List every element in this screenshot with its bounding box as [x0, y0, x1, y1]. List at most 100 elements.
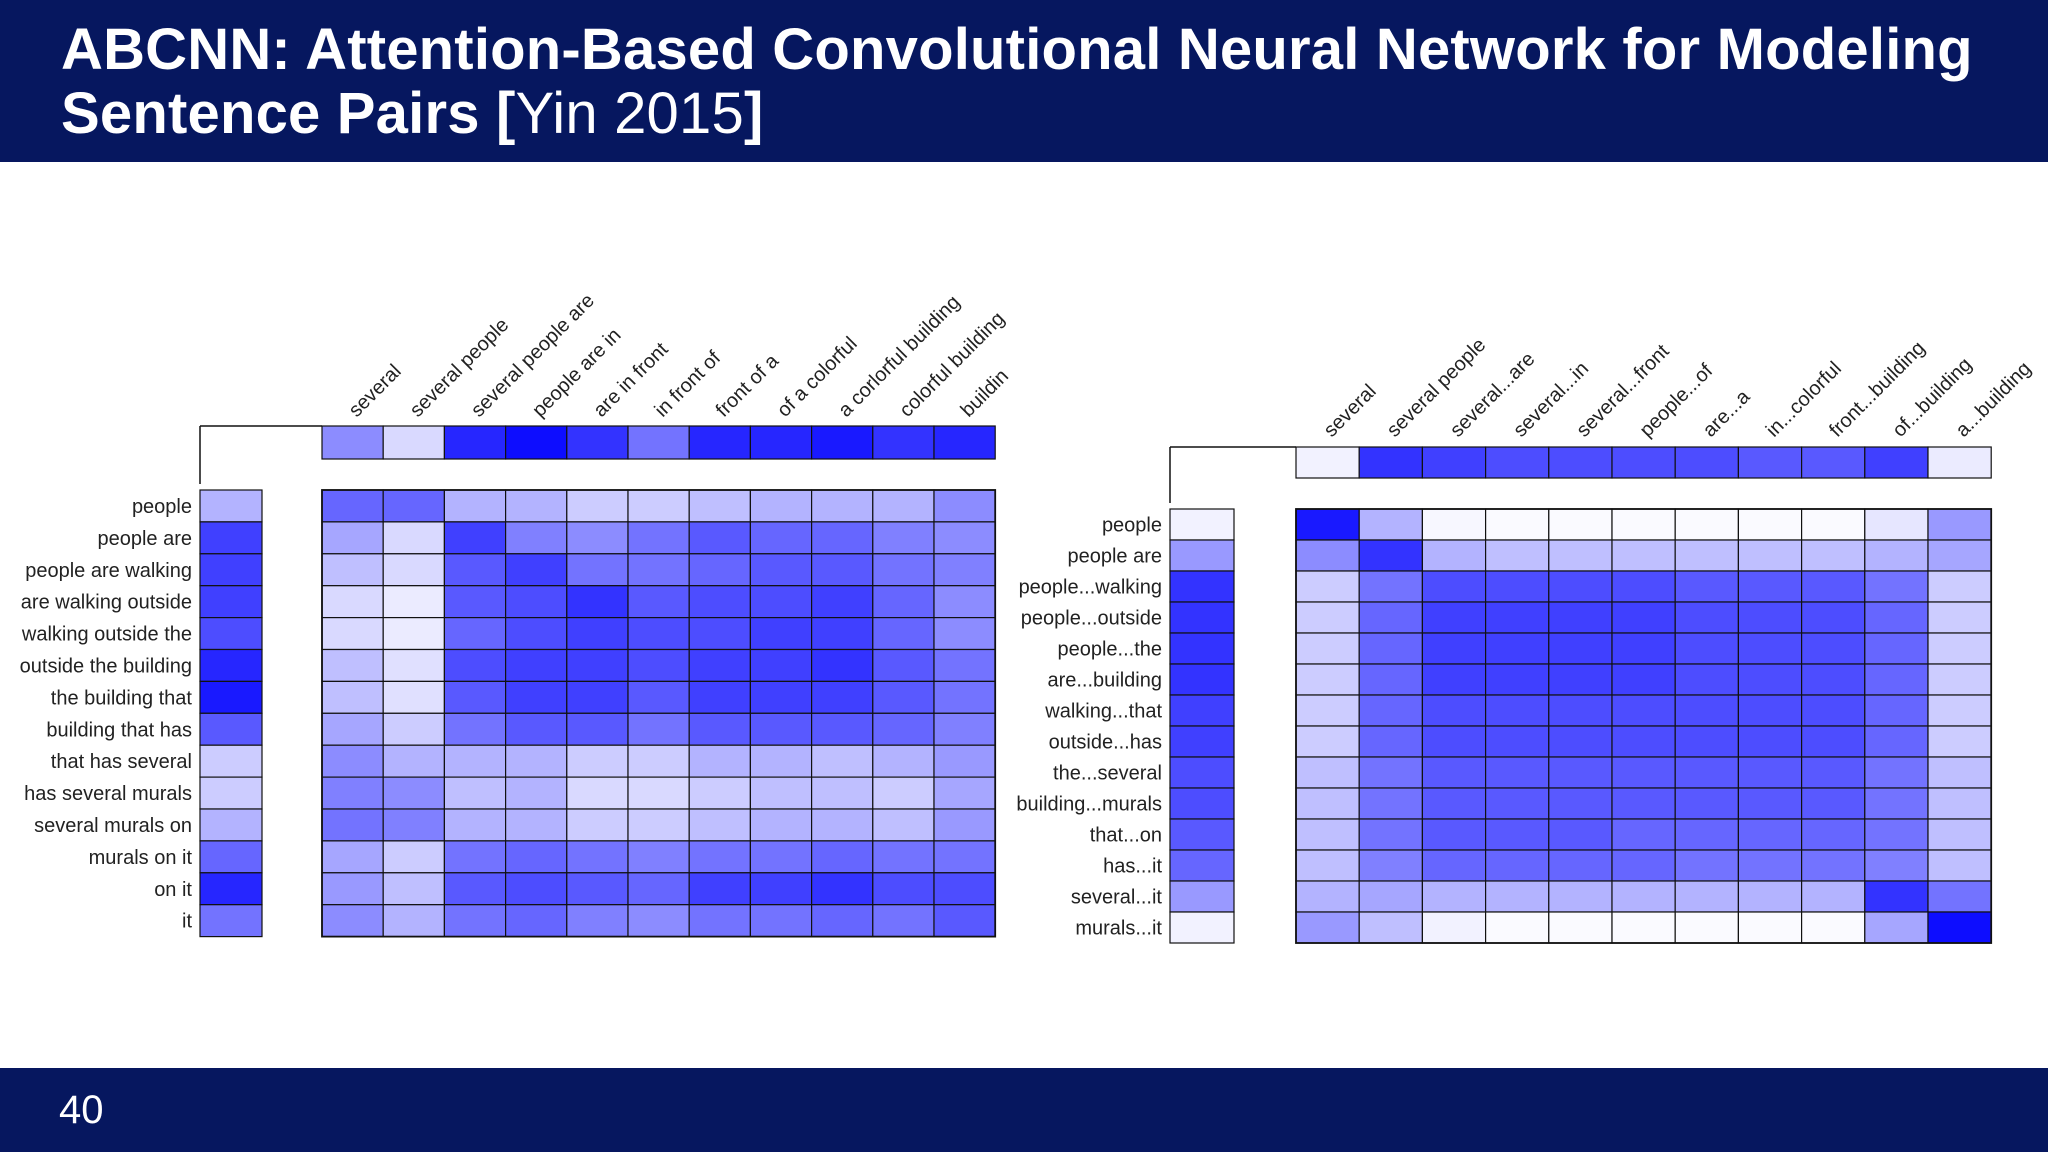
heatmap-cell [1358, 849, 1423, 882]
heatmap-cell [1800, 725, 1866, 758]
heatmap-cell [1484, 601, 1550, 634]
heatmap-cell [1674, 787, 1739, 820]
heatmap-cell [1927, 508, 1992, 541]
heatmap-cell [1674, 508, 1739, 541]
heatmap-cell [321, 585, 384, 619]
heatmap-cell [1864, 787, 1929, 820]
citation-close-bracket: ] [743, 81, 764, 146]
col-summary-cell [1421, 446, 1487, 479]
heatmap-cell [749, 872, 813, 906]
heatmap-cell [443, 712, 507, 746]
heatmap-cell [872, 585, 935, 619]
heatmap-cell [1674, 818, 1739, 851]
citation-open-bracket: [ [496, 81, 516, 146]
heatmap-cell [1295, 601, 1360, 634]
heatmap-cell [1484, 725, 1550, 758]
heatmap-cell [1548, 725, 1613, 758]
heatmap-cell [1295, 818, 1360, 851]
heatmap-cell [1295, 911, 1360, 944]
column-label: buildin [957, 365, 1013, 421]
heatmap-cell [627, 808, 690, 842]
heatmap-cell [933, 808, 996, 842]
row-summary-cell [199, 585, 263, 619]
heatmap-cell [1611, 725, 1676, 758]
heatmap-cell [749, 489, 813, 523]
heatmap-cell [933, 680, 996, 714]
row-summary-cell [199, 808, 263, 842]
heatmap-cell [1295, 694, 1360, 727]
heatmap-cell [443, 553, 507, 587]
heatmap-cell [1421, 632, 1487, 665]
heatmap-cell [1295, 539, 1360, 572]
row-label: walking...that [1044, 701, 1162, 723]
heatmap-cell [1548, 849, 1613, 882]
heatmap-cell [933, 744, 996, 778]
heatmap-cell [1611, 911, 1676, 944]
heatmap-cell [1864, 601, 1929, 634]
row-summary-cell [1169, 601, 1235, 634]
heatmap-cell [627, 616, 690, 651]
heatmap-cell [1421, 508, 1487, 541]
heatmap-cell [1864, 539, 1929, 572]
heatmap-cell [443, 776, 507, 810]
col-summary-cell [1611, 446, 1676, 479]
heatmap-cell [1864, 508, 1929, 541]
heatmap-cell [749, 648, 813, 682]
heatmap-cell [1674, 849, 1739, 882]
heatmap-cell [1358, 539, 1423, 572]
heatmap-cell [321, 808, 384, 842]
row-summary-cell [1169, 694, 1235, 727]
heatmap-cell [1358, 911, 1423, 944]
row-summary-cell [1169, 539, 1235, 572]
row-summary-cell [199, 616, 263, 651]
heatmap-cell [321, 872, 384, 906]
heatmap-cell [1611, 601, 1676, 634]
heatmap-cell [688, 840, 752, 874]
row-label: murals on it [89, 847, 193, 869]
heatmap-cell [1421, 849, 1487, 882]
heatmap-cell [1421, 787, 1487, 820]
row-label: people [132, 496, 192, 518]
heatmap-cell [688, 489, 752, 523]
heatmap-cell [1295, 663, 1360, 696]
heatmap-cell [443, 680, 507, 714]
heatmap-cell [1548, 539, 1613, 572]
col-summary-cell [1484, 446, 1550, 479]
heatmap-cell [1737, 539, 1803, 572]
heatmap-cell [749, 808, 813, 842]
heatmap-cell [321, 648, 384, 682]
col-summary-cell [505, 425, 568, 460]
heatmap-cell [688, 744, 752, 778]
col-summary-cell [810, 425, 874, 460]
heatmap-cell [1611, 539, 1676, 572]
heatmap-cell [749, 840, 813, 874]
citation: [Yin 2015] [496, 81, 763, 146]
heatmap-cell [933, 521, 996, 555]
col-summary-cell [1737, 446, 1803, 479]
row-label: people...walking [1019, 577, 1162, 599]
page-number: 40 [59, 1088, 104, 1132]
heatmap-cell [1421, 539, 1487, 572]
row-summary-cell [1169, 911, 1235, 944]
heatmap-cell [443, 648, 507, 682]
heatmap-cell [443, 904, 507, 938]
heatmap-cell [505, 553, 568, 587]
heatmap-cell [1864, 880, 1929, 913]
heatmap-cell [810, 616, 874, 651]
heatmap-cell [505, 680, 568, 714]
heatmap-cell [1611, 663, 1676, 696]
col-summary-cell [1927, 446, 1992, 479]
heatmap-cell [505, 585, 568, 619]
row-label: people are [97, 528, 192, 550]
heatmap-cell [872, 489, 935, 523]
heatmap-cell [1674, 539, 1739, 572]
heatmap-cell [627, 489, 690, 523]
row-label: people...the [1057, 639, 1162, 661]
heatmap-cell [749, 744, 813, 778]
heatmap-cell [872, 680, 935, 714]
row-summary-cell [199, 680, 263, 714]
heatmap-cell [688, 553, 752, 587]
heatmap-cell [1611, 694, 1676, 727]
heatmap-cell [1484, 818, 1550, 851]
heatmap-cell [933, 553, 996, 587]
